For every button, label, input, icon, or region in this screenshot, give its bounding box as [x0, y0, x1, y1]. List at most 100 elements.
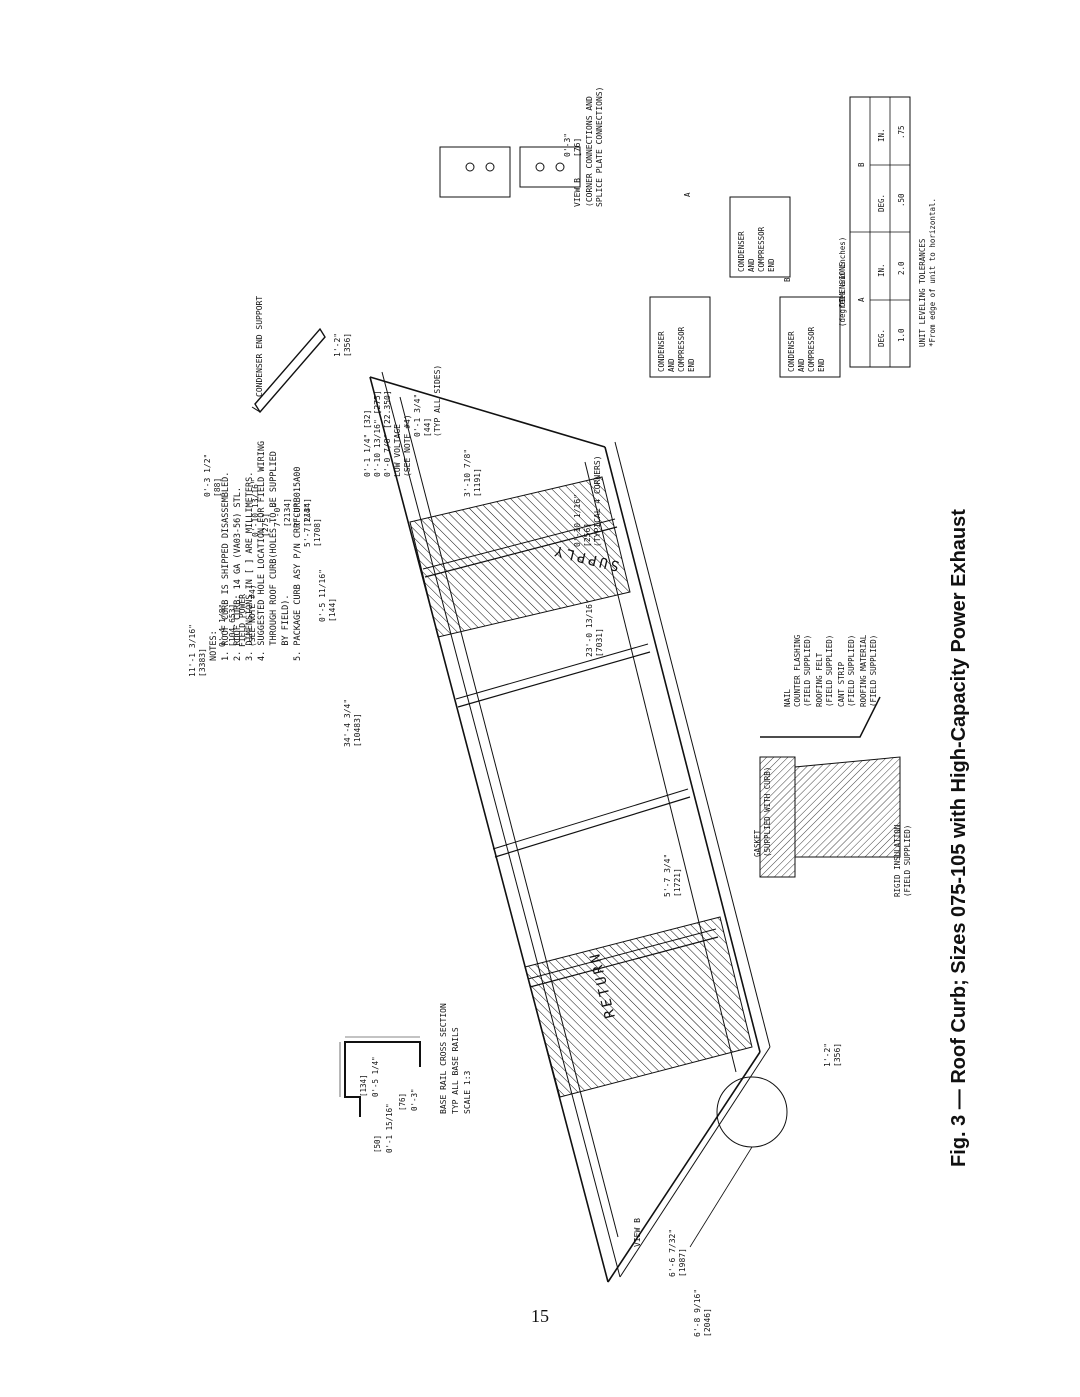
dim-10483: [10483] — [353, 713, 362, 747]
roofing-material-label: ROOFING MATERIAL — [859, 634, 868, 707]
box1-line4: END — [687, 358, 696, 372]
dim-11-1-3-16: 11'-1 3/16" — [188, 624, 197, 677]
dim-1-2-right: 1'-2" — [333, 333, 342, 357]
gasket-note: (SUPPLIED WITH CURB) — [763, 767, 772, 857]
low-voltage-note: (SEE NOTE #4) — [403, 414, 412, 477]
value-in-b: .75 — [897, 125, 906, 139]
dim-0-10-13-16: 0'-10 13/16" — [251, 479, 260, 537]
box3-line1: CONDENSER — [787, 331, 796, 372]
box1-line1: CONDENSER — [657, 331, 666, 372]
table-subtitle: (degrees and inches) — [838, 237, 847, 327]
dim-3383: [3383] — [198, 648, 207, 677]
note-1: 1. ROOF CURB IS SHIPPED DISASSEMBLED. — [221, 472, 231, 661]
leveling-table: DIMENSIONS (degrees and inches) A B DEG.… — [838, 96, 937, 368]
page-number: 15 — [531, 1306, 549, 1326]
dim-275: [275] — [261, 513, 270, 537]
dim-1191: [1191] — [473, 468, 482, 497]
leveling-box-2 — [729, 196, 791, 278]
dim-1-2-left: 1'-2" — [823, 1043, 832, 1067]
mark-b: B — [783, 277, 792, 282]
rigid-insulation-note: (FIELD SUPPLIED) — [903, 825, 912, 897]
dim-144: [144] — [328, 598, 337, 622]
value-in-a: 2.0 — [897, 261, 906, 275]
leveling-box-3 — [779, 296, 841, 378]
curb-dimensions: 6'-6 7/32" [1987] 6'-8 9/16" [2046] 34'-… — [188, 333, 842, 1337]
dim-5-7-1-4: 5'-7 1/4" — [303, 504, 312, 547]
table-title: DIMENSIONS — [838, 261, 847, 307]
dim-256: [256] — [583, 523, 592, 547]
roofing-material-note: (FIELD SUPPLIED) — [869, 635, 878, 707]
view-b-detail: VIEW B (CORNER CONNECTIONS AND SPLICE PL… — [439, 87, 604, 207]
rail-dim-5-1-4: 0'-5 1/4" — [371, 1056, 380, 1097]
nail-label: NAIL — [783, 688, 792, 707]
dim-5-7-3-4: 5'-7 3/4" — [663, 854, 672, 897]
note-3: 3. DIMENSIONS IN [ ] ARE MILLIMETERS. — [245, 472, 255, 661]
box3-line2: AND — [797, 358, 806, 372]
cant-strip-note: (FIELD SUPPLIED) — [847, 635, 856, 707]
rail-dim-1-15-16: 0'-1 15/16" — [385, 1103, 394, 1153]
condenser-end-support: CONDENSER END SUPPORT — [251, 296, 326, 414]
col-a-header: A — [857, 297, 866, 302]
rail-dim-76: [76] — [398, 1093, 407, 1111]
counter-flashing-label: COUNTER FLASHING — [793, 634, 802, 707]
box2-line1: CONDENSER — [737, 231, 746, 272]
dim-88: [88] — [213, 478, 222, 497]
supply-opening — [409, 476, 631, 638]
dim-356-left: [356] — [833, 1043, 842, 1067]
base-rail-title: BASE RAIL CROSS SECTION — [439, 1003, 448, 1114]
dim-0-0-7-8: 0'-0 7/8" [22.350] — [383, 390, 392, 477]
unit-leveling: CONDENSER AND COMPRESSOR END CONDENSER A… — [649, 96, 937, 378]
dim-44: [44] — [423, 418, 432, 437]
note-4-end: BY FIELD). — [281, 594, 291, 661]
counter-flashing-note: (FIELD SUPPLIED) — [803, 635, 812, 707]
notes-heading: NOTES: — [209, 630, 219, 661]
condenser-end-support-label: CONDENSER END SUPPORT — [255, 296, 264, 397]
low-voltage-label: LOW VOLTAGE — [393, 424, 402, 477]
dim-1721: [1721] — [673, 868, 682, 897]
dim-6-6-7-32: 6'-6 7/32" — [668, 1229, 677, 1277]
dim-1708: [1708] — [313, 518, 322, 547]
typ-all-sides: (TYP ALL SIDES) — [433, 365, 442, 437]
base-rail-profile — [344, 1041, 421, 1117]
box2-line3: COMPRESSOR — [757, 226, 766, 272]
view-b-subtitle-1: (CORNER CONNECTIONS AND — [585, 96, 594, 207]
typical-4-corners: (TYPICAL 4 CORNERS) — [593, 455, 602, 547]
mark-a: A — [683, 192, 692, 197]
dim-1987: [1987] — [678, 1248, 687, 1277]
dim-23-0-13-16: 23'-0 13/16" — [585, 599, 594, 657]
dim-0-10-1-16: 0'-10 1/16" — [573, 494, 582, 547]
header-deg-a: DEG. — [877, 329, 886, 347]
notes-block: NOTES: 1. ROOF CURB IS SHIPPED DISASSEMB… — [209, 441, 303, 661]
box2-line2: AND — [747, 258, 756, 272]
return-opening — [524, 916, 753, 1098]
note-5: 5. PACKAGE CURB ASY P/N CRRFCURB015A00 — [293, 467, 303, 661]
roofing-felt-label: ROOFING FELT — [815, 652, 824, 707]
box2-line4: END — [767, 258, 776, 272]
view-b-dim-76: [76] — [573, 138, 582, 157]
dim-0-10-13-16-b: 0'-10 13/16" [275] — [373, 390, 382, 477]
box3-line4: END — [817, 358, 826, 372]
box1-line2: AND — [667, 358, 676, 372]
box1-line3: COMPRESSOR — [677, 326, 686, 372]
dim-356-right: [356] — [343, 333, 352, 357]
note-4: 4. SUGGESTED HOLE LOCATION FOR FIELD WIR… — [257, 441, 267, 661]
view-b-subtitle-2: SPLICE PLATE CONNECTIONS) — [595, 87, 604, 207]
view-b-pointer-label: VIEW B — [633, 1218, 642, 1247]
rail-dim-3: 0'-3" — [410, 1088, 419, 1111]
view-b-dim-3: 0'-3" — [563, 133, 572, 157]
dim-104-653: [104.653] — [228, 604, 237, 647]
field-power-label: FIELD POWER — [238, 594, 247, 647]
header-in-b: IN. — [877, 128, 886, 142]
roofing-felt-note: (FIELD SUPPLIED) — [825, 635, 834, 707]
rail-dim-50: [50] — [373, 1135, 382, 1153]
dim-0-1-3-4: 0'-1 3/4" — [413, 394, 422, 437]
gasket-label: GASKET — [753, 829, 762, 857]
dim-7-0-a: 7'-0" — [273, 503, 282, 527]
dim-0-4-1-8: 0'-4 1/8" — [218, 604, 227, 647]
table-footer-2: *From edge of unit to horizontal. — [928, 198, 937, 347]
col-b-header: B — [857, 162, 866, 167]
dim-0-1-1-4: 0'-1 1/4" [32] — [363, 410, 372, 477]
